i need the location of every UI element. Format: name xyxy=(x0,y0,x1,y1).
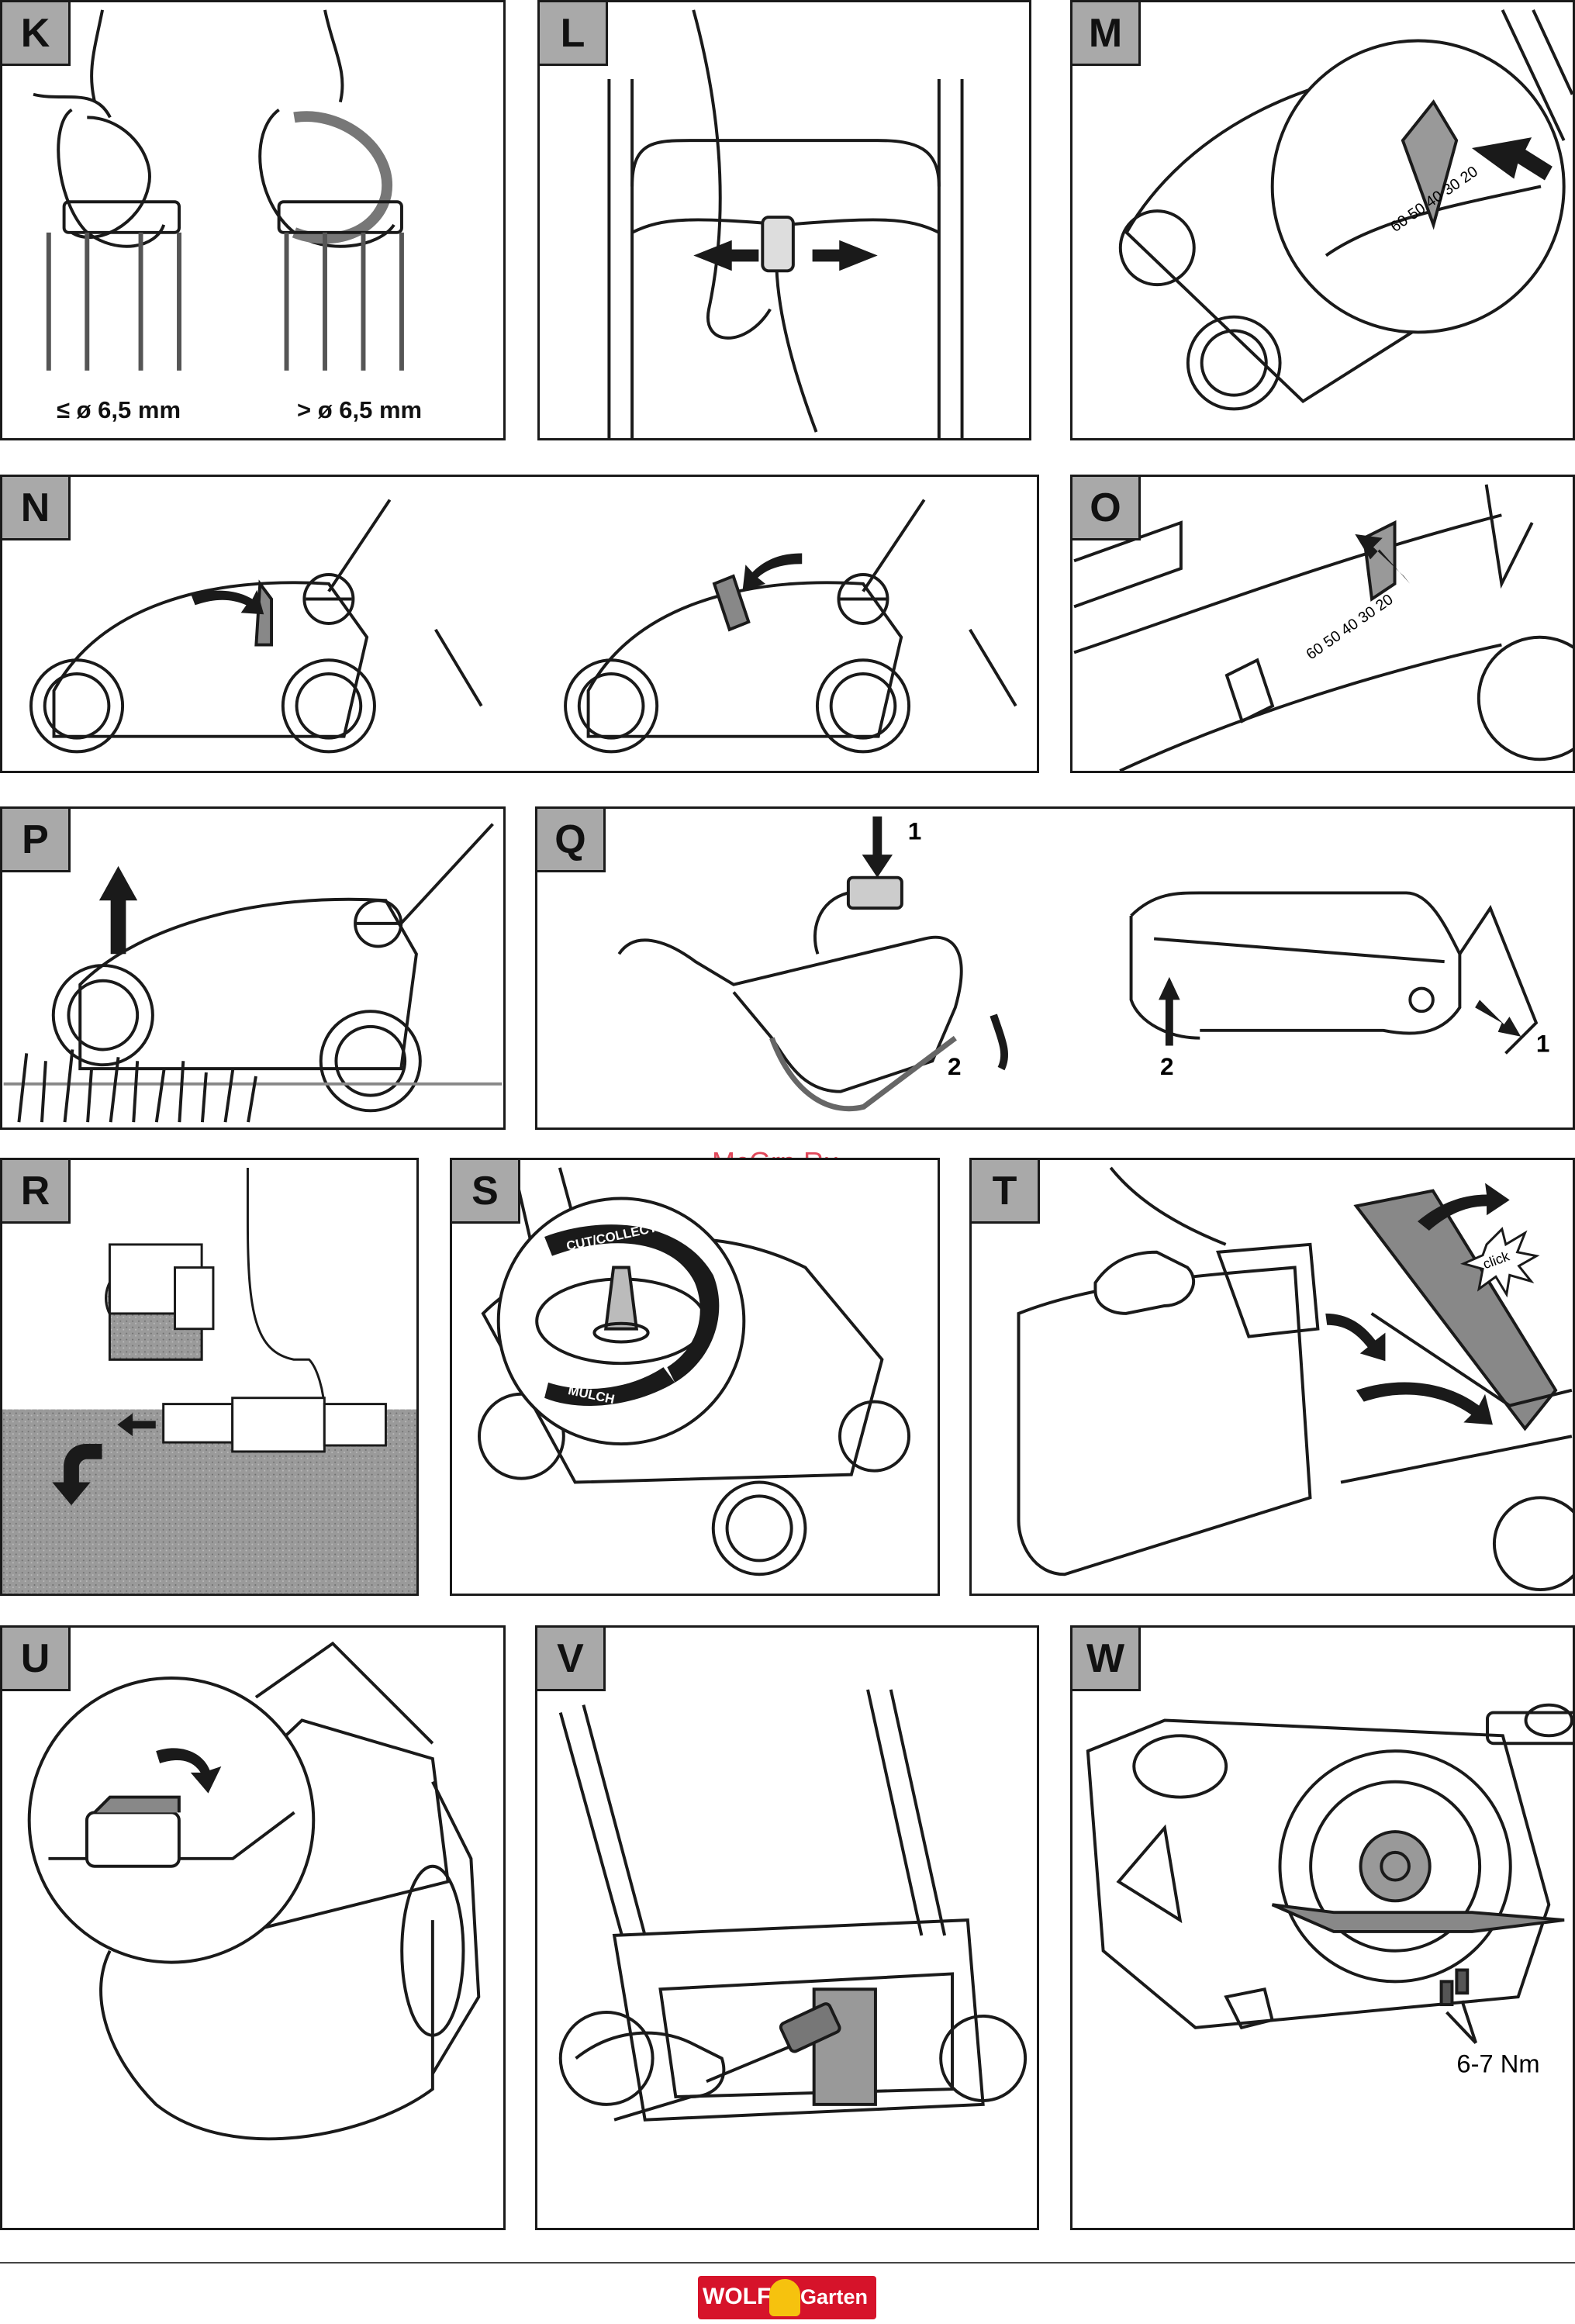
cable-diameter-small: ≤ ø 6,5 mm xyxy=(57,396,181,424)
panel-m: 60 50 40 30 20 M xyxy=(1070,0,1575,440)
wolf-garten-logo: WOLF Garten xyxy=(698,2276,876,2319)
panel-label-t: T xyxy=(972,1160,1040,1224)
panel-u: U xyxy=(0,1625,506,2230)
step-1-knob: 1 xyxy=(1536,1029,1550,1057)
panel-label-s: S xyxy=(452,1160,520,1224)
cleaning-brush-illustration xyxy=(537,1628,1037,2228)
panel-label-l: L xyxy=(540,2,608,66)
panel-p: P xyxy=(0,806,506,1130)
panel-label-n: N xyxy=(2,477,71,540)
panel-w: 6-7 Nm W xyxy=(1070,1625,1575,2230)
step-2-strap: 2 xyxy=(948,1052,962,1080)
panel-label-u: U xyxy=(2,1628,71,1691)
panel-label-w: W xyxy=(1072,1628,1141,1691)
panel-label-k: K xyxy=(2,2,71,66)
cutting-height-lever-illustration: 60 50 40 30 20 xyxy=(1072,2,1573,438)
panel-o: 60 50 40 30 20 O xyxy=(1070,475,1575,773)
panel-t: click T xyxy=(969,1158,1575,1596)
start-on-grass-illustration xyxy=(2,809,503,1127)
step-2-handle: 2 xyxy=(1160,1052,1174,1080)
panel-k: K ≤ ø 6,5 mm > ø 6,5 mm xyxy=(0,0,506,440)
panel-r: R xyxy=(0,1158,419,1596)
panel-q: 1 2 2 1 Q xyxy=(535,806,1575,1130)
grass-box-indicator-illustration xyxy=(2,1628,503,2228)
grass-box-fitting-illustration: click xyxy=(972,1160,1573,1594)
panel-v: V xyxy=(535,1625,1039,2230)
panel-s: CUT/COLLECT MULCH S xyxy=(450,1158,940,1596)
panel-label-m: M xyxy=(1072,2,1141,66)
footer-divider xyxy=(0,2262,1575,2264)
wolf-head-icon xyxy=(769,2279,800,2316)
logo-text-left: WOLF xyxy=(703,2284,771,2310)
panel-l: L xyxy=(537,0,1031,440)
cable-strain-relief-illustration xyxy=(2,2,503,438)
panel-n: N xyxy=(0,475,1039,773)
cutting-height-scale-illustration: 60 50 40 30 20 xyxy=(1072,477,1573,771)
cable-plug-and-handle-illustration: 1 2 2 1 xyxy=(537,809,1573,1127)
panel-label-r: R xyxy=(2,1160,71,1224)
panel-label-v: V xyxy=(537,1628,606,1691)
cable-diameter-large: > ø 6,5 mm xyxy=(297,396,422,424)
dial-scale-o: 60 50 40 30 20 xyxy=(1303,591,1396,663)
grass-box-lever-illustration xyxy=(2,477,1037,771)
panel-label-q: Q xyxy=(537,809,606,872)
mulch-selector-illustration: CUT/COLLECT MULCH xyxy=(452,1160,938,1594)
step-1-plug: 1 xyxy=(908,817,922,844)
torque-spec: 6-7 Nm xyxy=(1456,2049,1539,2077)
mowing-pattern-illustration xyxy=(2,1160,416,1594)
logo-text-right: Garten xyxy=(800,2285,868,2309)
blade-replacement-illustration: 6-7 Nm xyxy=(1072,1628,1573,2228)
panel-label-p: P xyxy=(2,809,71,872)
panel-label-o: O xyxy=(1072,477,1141,540)
handle-cable-hook-illustration xyxy=(540,2,1029,438)
